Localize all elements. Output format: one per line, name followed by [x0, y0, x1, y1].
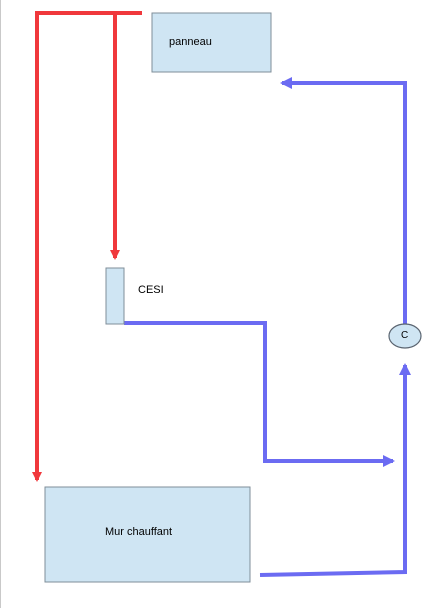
red-line-to-mur	[32, 11, 142, 482]
blue-line-circulator-to-panneau	[280, 77, 407, 326]
cesi-box	[105, 267, 125, 325]
blue-line-cesi-to-return	[124, 321, 395, 467]
cesi-label: CESI	[138, 284, 164, 296]
blue-line-mur-to-circulator	[259, 363, 411, 577]
panneau-label: panneau	[169, 36, 212, 48]
mur-chauffant-box	[44, 486, 251, 583]
page-left-border	[0, 0, 1, 608]
circulator-circle	[388, 323, 422, 349]
mur-chauffant-label: Mur chauffant	[105, 526, 173, 538]
panneau-box	[151, 12, 272, 73]
circulator-label: C	[401, 330, 409, 341]
